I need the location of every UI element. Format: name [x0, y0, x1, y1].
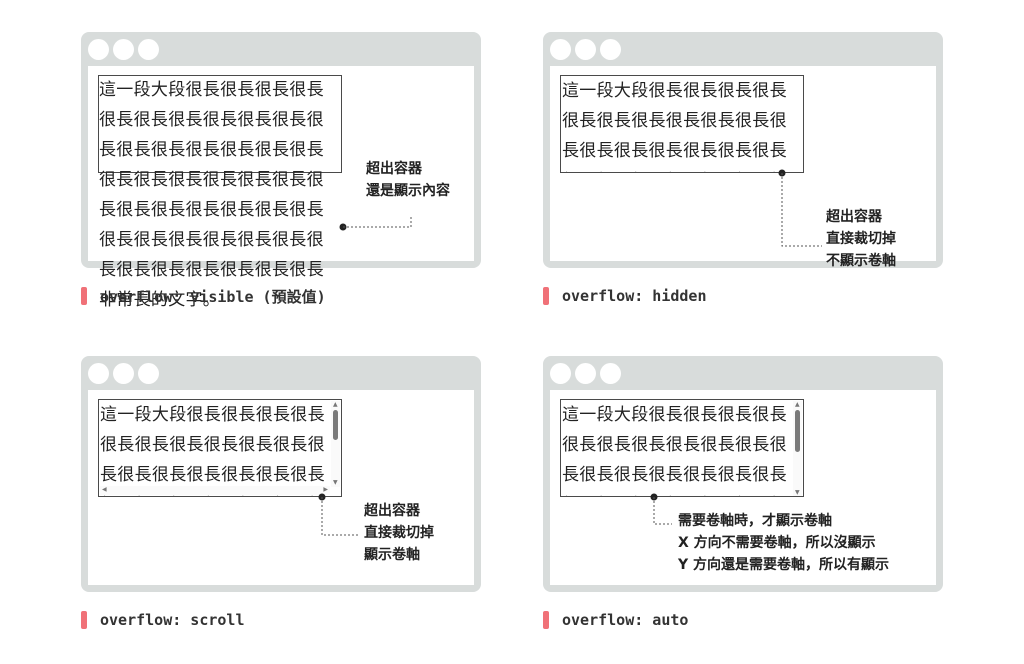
overflowing-text: 這一段大段很長很長很長很長很長很長很長很長很長很長很長很長很長很長很長很長很長很…: [100, 405, 325, 496]
window-dot-icon: [113, 39, 134, 60]
callout-leader-line: [778, 169, 822, 247]
callout-note: 需要卷軸時，才顯示卷軸 X 方向不需要卷軸，所以沒顯示 Y 方向還是需要卷軸，所…: [678, 513, 890, 573]
window-controls: [88, 39, 159, 61]
callout-leader-line: [339, 216, 412, 231]
callout-note: 超出容器 直接裁切掉 顯示卷軸: [364, 503, 434, 563]
caption-marker: [543, 287, 549, 305]
scroll-container-box[interactable]: 這一段大段很長很長很長很長很長很長很長很長很長很長很長很長很長很長很長很長很長很…: [98, 399, 342, 497]
browser-window-scroll: 這一段大段很長很長很長很長很長很長很長很長很長很長很長很長很長很長很長很長很長很…: [81, 356, 481, 592]
window-content: 這一段大段很長很長很長很長很長很長很長很長很長很長很長很長很長很長很長很長很長很…: [550, 390, 936, 585]
window-dot-icon: [600, 39, 621, 60]
window-controls: [550, 39, 621, 61]
clipped-container-box: 這一段大段很長很長很長很長很長很長很長很長很長很長很長很長很長很長很長很長很長很…: [560, 75, 804, 173]
vertical-scrollbar[interactable]: ▲ ▼: [331, 401, 340, 487]
window-dot-icon: [600, 363, 621, 384]
callout-leader-line: [318, 493, 360, 536]
vertical-scroll-thumb[interactable]: [795, 410, 800, 452]
scroll-down-arrow-icon[interactable]: ▼: [333, 479, 338, 486]
callout-note: 超出容器 直接裁切掉 不顯示卷軸: [826, 209, 896, 269]
callout-leader-line: [650, 493, 672, 525]
auto-container-box[interactable]: 這一段大段很長很長很長很長很長很長很長很長很長很長很長很長很長很長很長很長很長很…: [560, 399, 804, 497]
horizontal-scrollbar[interactable]: ◀ ▶: [100, 486, 330, 495]
caption-marker: [81, 611, 87, 629]
overflowing-text: 這一段大段很長很長很長很長很長很長很長很長很長很長很長很長很長很長很長很長很長很…: [562, 81, 787, 172]
panel-caption: overflow: visible (預設值): [81, 286, 326, 306]
scroll-up-arrow-icon[interactable]: ▲: [333, 401, 338, 408]
window-dot-icon: [88, 39, 109, 60]
scroll-right-arrow-icon[interactable]: ▶: [323, 486, 328, 493]
callout-note: 超出容器 還是顯示內容: [366, 161, 450, 199]
overflowing-text: 這一段大段很長很長很長很長很長很長很長很長很長很長很長很長很長很長很長很長很長很…: [562, 405, 787, 496]
window-controls: [550, 363, 621, 385]
overflowing-text: 這一段大段很長很長很長很長很長很長很長很長很長很長很長很長很長很長很長很長很長很…: [99, 80, 324, 310]
window-content: 這一段大段很長很長很長很長很長很長很長很長很長很長很長很長很長很長很長很長很長很…: [88, 390, 474, 585]
window-dot-icon: [550, 363, 571, 384]
scroll-down-arrow-icon[interactable]: ▼: [795, 489, 800, 496]
panel-caption: overflow: hidden: [543, 286, 707, 306]
browser-window-hidden: 這一段大段很長很長很長很長很長很長很長很長很長很長很長很長很長很長很長很長很長很…: [543, 32, 943, 269]
window-dot-icon: [138, 39, 159, 60]
window-dot-icon: [550, 39, 571, 60]
window-content: 這一段大段很長很長很長很長很長很長很長很長很長很長很長很長很長很長很長很長很長很…: [88, 66, 474, 310]
browser-window-visible: 這一段大段很長很長很長很長很長很長很長很長很長很長很長很長很長很長很長很長很長很…: [81, 32, 481, 310]
window-dot-icon: [138, 363, 159, 384]
panel-caption: overflow: scroll: [81, 610, 245, 630]
window-dot-icon: [88, 363, 109, 384]
browser-window-auto: 這一段大段很長很長很長很長很長很長很長很長很長很長很長很長很長很長很長很長很長很…: [543, 356, 943, 592]
window-dot-icon: [575, 363, 596, 384]
window-dot-icon: [575, 39, 596, 60]
panel-caption: overflow: auto: [543, 610, 688, 630]
window-controls: [88, 363, 159, 385]
vertical-scroll-thumb[interactable]: [333, 410, 338, 440]
overflow-container-box: [98, 75, 342, 173]
caption-marker: [543, 611, 549, 629]
vertical-scrollbar[interactable]: ▲ ▼: [793, 401, 802, 496]
scroll-left-arrow-icon[interactable]: ◀: [102, 486, 107, 493]
window-dot-icon: [113, 363, 134, 384]
caption-marker: [81, 287, 87, 305]
window-content: 這一段大段很長很長很長很長很長很長很長很長很長很長很長很長很長很長很長很長很長很…: [550, 66, 936, 269]
scroll-up-arrow-icon[interactable]: ▲: [795, 401, 800, 408]
